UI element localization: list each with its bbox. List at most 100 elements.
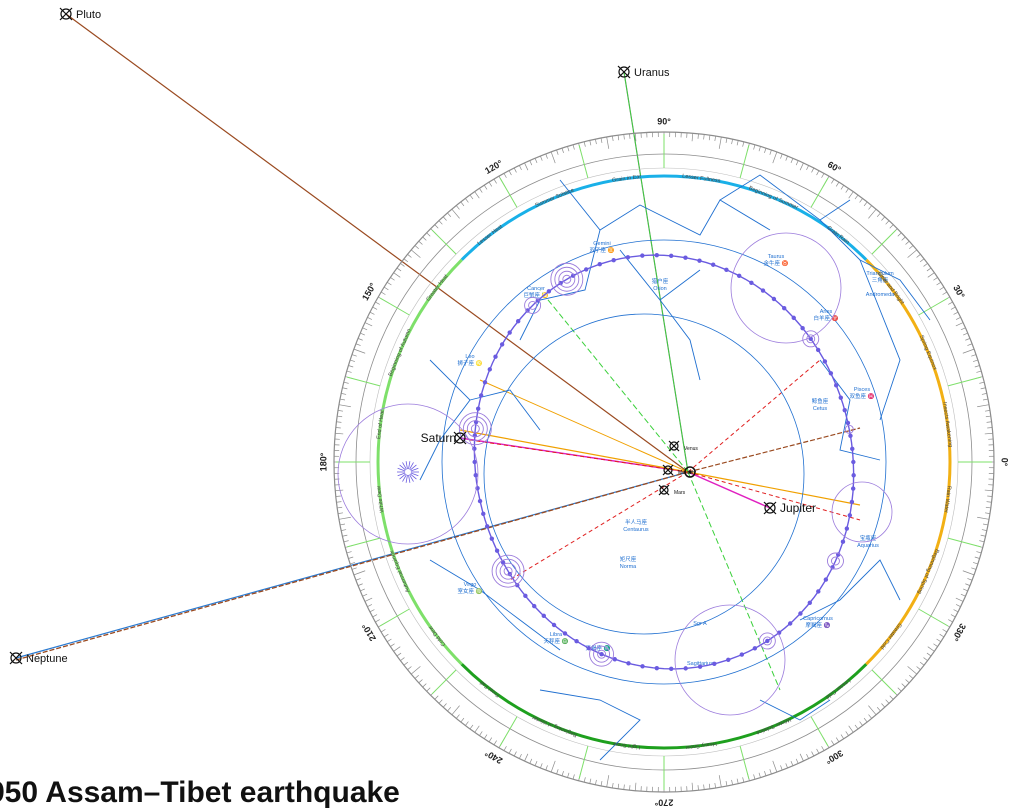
degree-tick: [901, 683, 906, 688]
degree-tick: [567, 772, 570, 778]
constellation-label-line: 半人马座: [625, 518, 648, 526]
solar-term-label: Lesser Fullness: [682, 173, 721, 184]
degree-tick: [981, 529, 987, 531]
degree-tick: [434, 224, 439, 229]
degree-tick: [612, 782, 614, 788]
ecliptic-dot: [493, 354, 498, 359]
degree-tick: [438, 699, 443, 704]
degree-tick: [987, 495, 993, 497]
degree-tick: [335, 495, 341, 497]
ecliptic-dot: [807, 600, 813, 606]
ecliptic-dot: [828, 371, 834, 376]
degree-tick: [348, 365, 354, 368]
star-halo: [558, 270, 576, 288]
degree-tick: [848, 191, 854, 199]
degree-label: 150°: [360, 281, 378, 302]
degree-tick: [426, 687, 431, 692]
degree-tick: [617, 783, 620, 789]
degree-tick: [923, 657, 928, 661]
degree-tick: [840, 734, 845, 739]
constellation-label-line: Aquarius: [857, 543, 879, 549]
planet-label: Mercury: [678, 470, 697, 476]
ecliptic-dot: [611, 257, 616, 263]
ecliptic-dot: [822, 359, 828, 364]
degree-tick: [985, 415, 991, 418]
degree-tick: [460, 201, 465, 207]
constellation-label-line: 双鱼座 ♓: [850, 392, 875, 400]
degree-tick: [393, 272, 401, 278]
constellation-label-line: 猎户座: [652, 277, 669, 285]
degree-tick: [387, 281, 392, 286]
degree-tick: [835, 737, 840, 743]
degree-tick: [353, 348, 366, 354]
degree-tick: [629, 133, 631, 139]
degree-tick: [863, 201, 868, 207]
ecliptic-dot: [848, 433, 853, 438]
constellation-label: Andromeda: [866, 292, 895, 298]
degree-label: 60°: [826, 159, 843, 175]
degree-tick: [375, 301, 380, 305]
degree-tick: [916, 666, 921, 670]
degree-tick: [367, 604, 373, 607]
degree-tick: [742, 777, 745, 783]
season-arcs: [376, 174, 952, 750]
degree-tick: [355, 343, 361, 346]
ecliptic-dot: [500, 560, 506, 565]
degree-tick: [465, 721, 469, 726]
ecliptic-dot: [816, 589, 821, 594]
solar-term-label: Greater Heat: [425, 273, 449, 302]
degree-tick: [977, 404, 990, 408]
degree-tick: [725, 780, 728, 787]
degree-tick: [859, 721, 863, 726]
spring-arc: [376, 258, 463, 666]
ecliptic-dot: [472, 459, 477, 465]
degree-tick: [708, 783, 711, 789]
degree-tick: [474, 725, 480, 733]
degree-tick: [927, 646, 935, 652]
degree-label: 0°: [1000, 458, 1010, 467]
constellation-label-line: 天秤座 ♎: [544, 637, 569, 645]
winter-arc: [460, 174, 868, 261]
term-marker: [739, 745, 750, 779]
degree-label: 210°: [360, 621, 378, 642]
ecliptic-dot: [473, 472, 478, 478]
ecliptic-dot: [625, 255, 631, 260]
degree-tick: [840, 185, 845, 190]
degree-label: 270°: [654, 798, 673, 808]
aspect-line: [687, 427, 861, 473]
degree-tick: [806, 753, 809, 759]
degree-tick: [971, 354, 977, 357]
degree-tick: [410, 666, 421, 675]
degree-tick: [881, 703, 886, 708]
degree-tick: [357, 583, 363, 586]
degree-tick: [742, 141, 745, 147]
degree-tick: [868, 705, 877, 716]
ecliptic-dot: [599, 651, 604, 657]
degree-tick: [926, 652, 932, 657]
degree-label: 300°: [823, 748, 844, 766]
degree-tick: [335, 427, 341, 429]
sun-ray: [410, 472, 419, 477]
degree-tick: [380, 629, 386, 633]
constellation-label-line: Sgr A: [693, 621, 707, 627]
ecliptic-dot: [535, 298, 541, 303]
ecliptic-dot: [484, 524, 490, 529]
degree-tick: [962, 570, 975, 576]
ecliptic-dot: [583, 267, 589, 272]
degree-tick: [451, 208, 460, 219]
ecliptic-dot: [481, 511, 486, 517]
venus-icon: [669, 441, 679, 451]
degree-tick: [369, 609, 375, 613]
star-halo: [524, 296, 542, 314]
degree-tick: [691, 782, 694, 791]
solar-term-label: Spring Equinox: [918, 334, 938, 371]
degree-tick: [474, 191, 480, 199]
planet-markers: PlutoUranusSaturnJupiterNeptuneVenusMerc…: [9, 7, 816, 665]
degree-tick: [387, 638, 392, 643]
constellation-label-line: 宝瓶座: [860, 534, 877, 542]
degree-tick: [986, 501, 992, 503]
ecliptic-dot: [562, 631, 568, 636]
degree-tick: [845, 731, 849, 736]
degree-tick: [967, 343, 973, 346]
ecliptic-dot: [515, 582, 520, 588]
